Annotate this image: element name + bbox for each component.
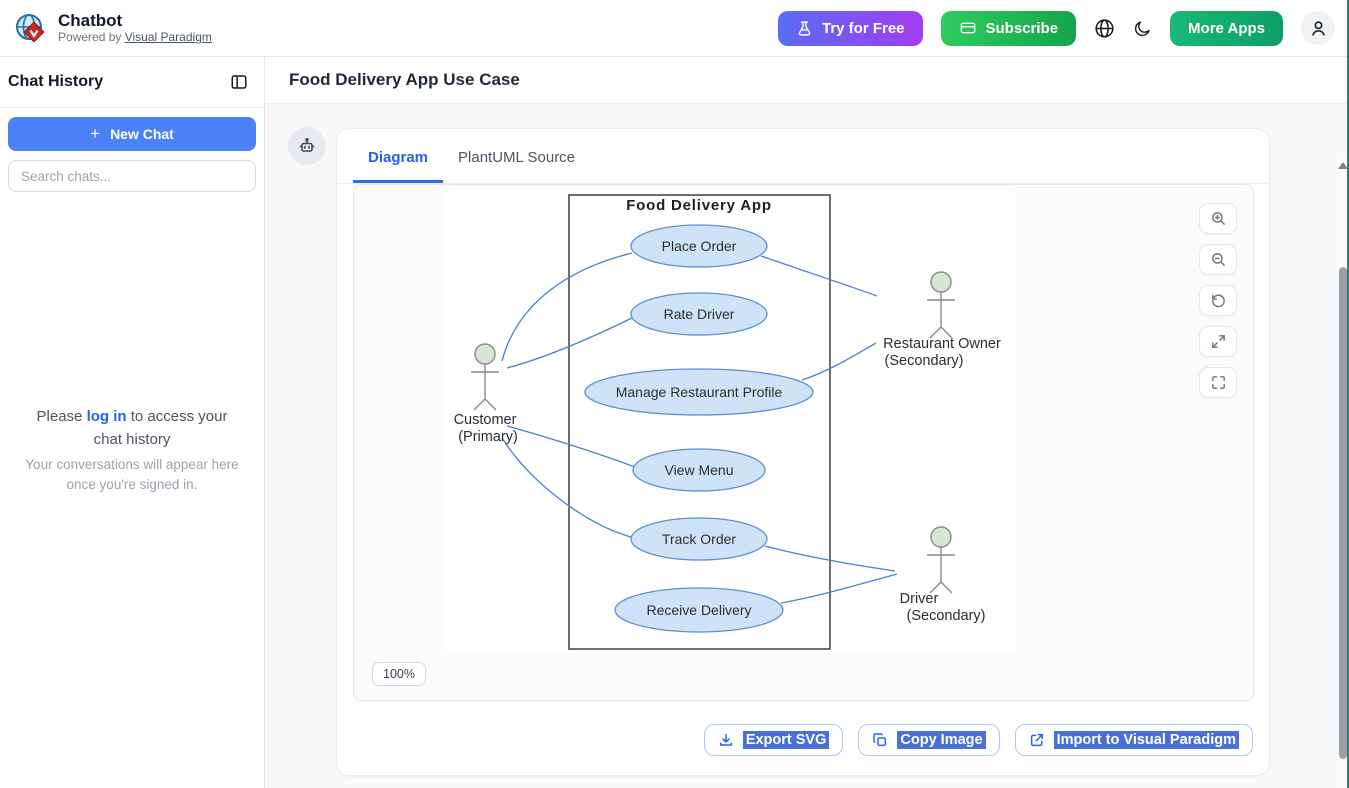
expand-button[interactable] (1199, 326, 1237, 357)
moon-icon (1133, 19, 1152, 38)
topbar-actions: Try for Free Subscribe More Apps (777, 10, 1335, 46)
vertical-scrollbar[interactable] (1337, 151, 1347, 788)
edge-manage-profile-restaurant-owner (801, 342, 877, 381)
conversation-titlebar: Food Delivery App Use Case (265, 57, 1347, 104)
main-area: Food Delivery App Use Case Diagram Plant… (265, 57, 1347, 788)
actor-customer: Customer (Primary) (454, 343, 518, 445)
brand-text: Chatbot Powered by Visual Paradigm (58, 10, 212, 45)
sidebar-title: Chat History (8, 73, 104, 90)
brand: Chatbot Powered by Visual Paradigm (14, 10, 212, 45)
tab-plantuml-source[interactable]: PlantUML Source (458, 149, 576, 166)
usecase-place-order: Place Order (630, 224, 768, 268)
rotate-ccw-icon (1210, 292, 1227, 309)
download-icon (718, 732, 734, 748)
more-apps-button[interactable]: More Apps (1170, 10, 1283, 46)
person-icon (1309, 19, 1328, 38)
zoom-out-icon (1210, 251, 1227, 268)
diagram-canvas[interactable]: Food Delivery App (445, 186, 1015, 652)
powered-by: Powered by Visual Paradigm (58, 30, 212, 45)
svg-text:Receive Delivery: Receive Delivery (646, 602, 751, 618)
plus-icon: + (90, 124, 101, 143)
svg-text:View Menu: View Menu (664, 462, 733, 478)
usecase-rate-driver: Rate Driver (630, 292, 768, 336)
edge-customer-track-order (501, 437, 632, 538)
visual-paradigm-link[interactable]: Visual Paradigm (124, 30, 212, 45)
edge-customer-rate-driver (506, 317, 633, 369)
copy-icon (872, 732, 888, 748)
page-title: Food Delivery App Use Case (289, 70, 520, 89)
import-to-visual-paradigm-button[interactable]: Import to Visual Paradigm (1014, 724, 1253, 756)
actor-driver: Driver (Secondary) (900, 526, 986, 624)
usecase-receive-delivery: Receive Delivery (614, 587, 784, 633)
scroll-up-arrow[interactable] (1337, 159, 1347, 171)
scrollbar-thumb[interactable] (1339, 267, 1347, 759)
svg-text:Customer: Customer (454, 412, 517, 428)
edge-place-order-restaurant-owner (760, 255, 878, 297)
edge-customer-view-menu (506, 425, 636, 468)
expand-arrows-icon (1210, 333, 1227, 350)
new-chat-button[interactable]: + New Chat (8, 117, 256, 151)
user-avatar-button[interactable] (1301, 11, 1335, 45)
usecase-track-order: Track Order (630, 517, 768, 561)
edge-track-order-driver (764, 545, 896, 572)
search-chats-input[interactable] (8, 160, 256, 192)
login-hint-text: Your conversations will appear here once… (25, 457, 239, 493)
svg-text:(Secondary): (Secondary) (907, 608, 986, 624)
use-cases: Place Order Rate Driver Manage Restauran… (584, 224, 814, 633)
zoom-out-button[interactable] (1199, 244, 1237, 275)
chat-history-sidebar: Chat History + New Chat Please log in to… (0, 57, 265, 788)
svg-text:Rate Driver: Rate Driver (664, 306, 735, 322)
system-boundary-title: Food Delivery App (626, 197, 772, 214)
collapse-sidebar-button[interactable] (230, 73, 248, 91)
zoom-in-button[interactable] (1199, 203, 1237, 234)
system-boundary (568, 194, 831, 650)
sidebar-header: Chat History (0, 57, 264, 108)
actor-restaurant-owner: Restaurant Owner (Secondary) (883, 271, 1001, 369)
zoom-level-badge: 100% (372, 662, 426, 686)
svg-text:Manage Restaurant Profile: Manage Restaurant Profile (616, 384, 783, 400)
export-actions: Export SVG Copy Image Import to Visual P… (703, 724, 1253, 756)
top-header: Chatbot Powered by Visual Paradigm Try f… (0, 0, 1347, 57)
svg-text:(Primary): (Primary) (458, 429, 518, 445)
connectors (501, 252, 898, 604)
diagram-message-card: Diagram PlantUML Source Food Delivery Ap… (336, 128, 1270, 776)
globe-icon (1094, 18, 1115, 39)
language-globe-button[interactable] (1094, 18, 1115, 39)
svg-text:Track Order: Track Order (662, 531, 736, 547)
tab-bar: Diagram PlantUML Source (337, 129, 1269, 184)
log-in-link[interactable]: log in (86, 407, 127, 425)
copy-image-button[interactable]: Copy Image (858, 724, 1000, 756)
visual-paradigm-logo-icon (14, 12, 46, 44)
usecase-manage-restaurant-profile: Manage Restaurant Profile (584, 368, 814, 416)
robot-icon (297, 136, 317, 156)
login-prompt-text: Please log in to access your chat histor… (36, 407, 228, 448)
svg-text:Restaurant Owner: Restaurant Owner (883, 336, 1001, 352)
edge-receive-delivery-driver (780, 573, 898, 604)
edge-customer-place-order (501, 252, 633, 362)
app-title: Chatbot (58, 10, 123, 30)
diagram-panel: Food Delivery App (353, 184, 1254, 701)
login-prompt: Please log in to access your chat histor… (0, 192, 264, 788)
svg-text:(Secondary): (Secondary) (885, 353, 964, 369)
svg-text:Driver: Driver (900, 591, 939, 607)
external-link-icon (1029, 732, 1045, 748)
tab-diagram[interactable]: Diagram (353, 149, 444, 183)
credit-card-icon (959, 20, 977, 36)
zoom-in-icon (1210, 210, 1227, 227)
panel-toggle-icon (230, 73, 248, 91)
dark-mode-button[interactable] (1133, 19, 1152, 38)
usecase-diagram-svg: Food Delivery App (454, 194, 1001, 650)
svg-text:Place Order: Place Order (662, 238, 737, 254)
subscribe-button[interactable]: Subscribe (940, 10, 1077, 46)
reset-view-button[interactable] (1199, 285, 1237, 316)
usecase-view-menu: View Menu (632, 448, 766, 492)
try-for-free-button[interactable]: Try for Free (777, 10, 923, 46)
flask-icon (796, 20, 813, 37)
export-svg-button[interactable]: Export SVG (703, 724, 844, 756)
diagram-controls (1199, 203, 1237, 398)
chat-area: Diagram PlantUML Source Food Delivery Ap… (265, 104, 1347, 788)
bot-avatar (288, 127, 326, 165)
fullscreen-button[interactable] (1199, 367, 1237, 398)
fullscreen-brackets-icon (1210, 374, 1227, 391)
